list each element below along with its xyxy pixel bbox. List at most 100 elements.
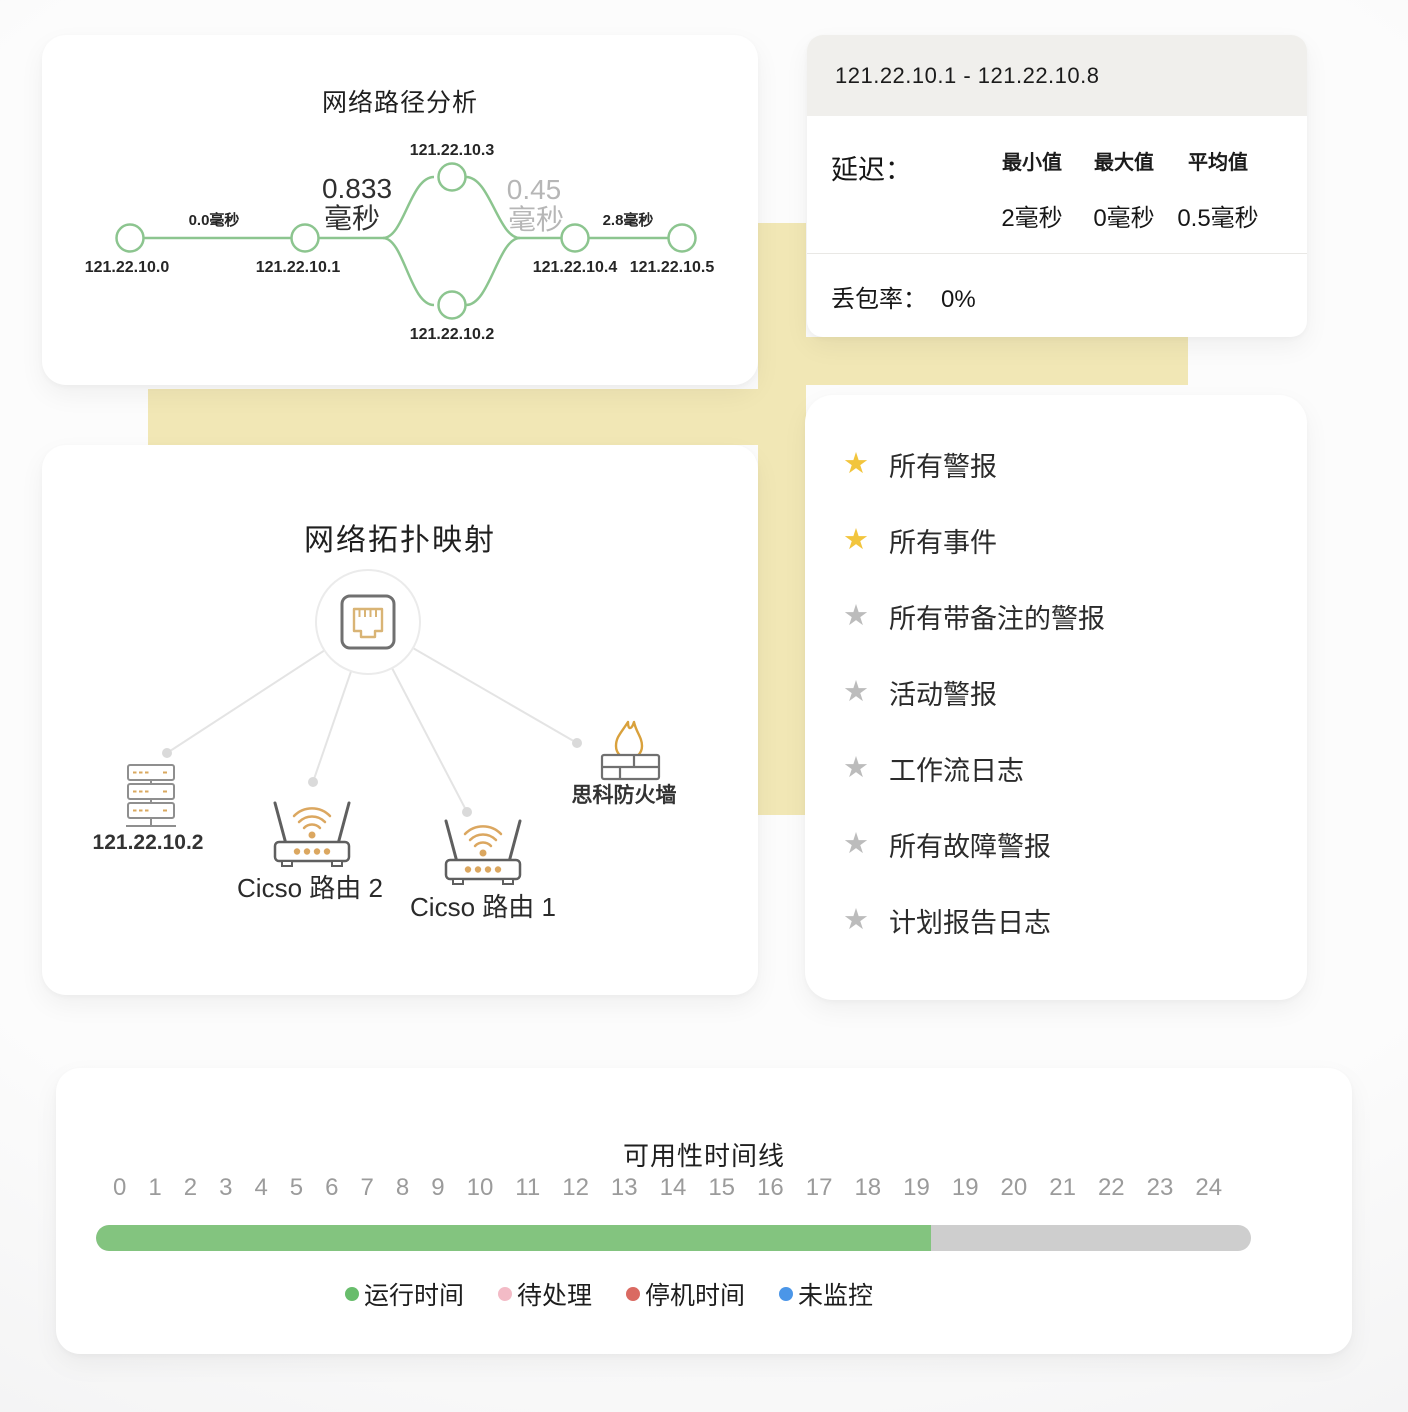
alert-filter-item[interactable]: ★ 所有故障警报 [805,806,1307,882]
path-node-hop4[interactable] [560,223,590,253]
packet-loss-label: 丢包率： [831,286,927,313]
legend-label: 待处理 [516,1282,592,1310]
packet-loss-row: 丢包率：0% [831,279,976,314]
device-label: 思科防火墙 [572,783,677,807]
hour-tick-label: 22 [1097,1174,1125,1201]
ethernet-port-icon [340,594,396,650]
star-icon-active[interactable]: ★ [843,447,869,480]
bg-accent-horizontal-bar-right [758,337,1188,385]
hour-tick-label: 11 [515,1174,541,1201]
hop-ip-label: 121.22.10.3 [410,142,495,159]
alert-filter-item[interactable]: ★ 所有事件 [805,502,1307,578]
latency-col-avg: 平均值 [1188,152,1248,174]
ip-range-title: 121.22.10.1 - 121.22.10.8 [835,62,1100,88]
latency-col-min: 最小值 [1002,152,1062,174]
device-server[interactable]: 121.22.10.2 [93,764,204,854]
path-links [144,175,668,307]
device-label: Cicso 路由 1 [410,892,556,922]
hour-tick-label: 19 [951,1174,979,1201]
topology-diagram: 121.22.10.2 Cicso 路由 2 [93,569,677,922]
star-icon-inactive[interactable]: ★ [843,903,869,936]
path-card-title: 网络路径分析 [321,89,478,117]
latency-summary-card: 121.22.10.1 - 121.22.10.8 延迟： 最小值 最大值 平均… [807,35,1307,337]
device-router-2[interactable]: Cicso 路由 2 [237,801,383,903]
hour-tick-label: 1 [148,1174,162,1201]
hour-tick-label: 19 [903,1174,930,1201]
star-icon-active[interactable]: ★ [843,523,869,556]
alert-filter-item[interactable]: ★计划报告日志 [805,882,1307,958]
hour-tick-label: 20 [1000,1174,1028,1201]
device-firewall[interactable]: 思科防火墙 [572,720,677,807]
timeline-legend: 运行时间 待处理 停机时间 未监控 [0,1276,1257,1312]
hour-tick-label: 9 [431,1174,445,1201]
alert-filter-label: 活动警报 [889,679,997,710]
availability-bar-uptime-fill [96,1225,932,1251]
legend-dot-icon [497,1287,512,1301]
legend-item: 运行时间 [344,1276,464,1312]
alert-filter-label: 所有事件 [889,527,997,558]
alert-filter-item[interactable]: ★所有警报 [805,426,1307,502]
hour-tick-label: 17 [805,1174,833,1201]
wifi-router-icon [444,819,522,885]
hop-ip-label: 121.22.10.0 [85,259,170,276]
alert-filter-label: 所有故障警报 [889,831,1051,862]
bg-accent-vertical-bar [758,223,806,815]
merge-latency-unit: 毫秒 [508,204,564,235]
star-icon-inactive[interactable]: ★ [843,827,869,860]
hour-tick-label: 5 [289,1174,304,1201]
latency-card-header: 121.22.10.1 - 121.22.10.8 [807,35,1307,116]
star-icon-inactive[interactable]: ★ [843,751,869,784]
latency-max-value: 0毫秒 [1093,205,1155,232]
firewall-icon [600,720,661,781]
hour-tick-label: 18 [854,1174,882,1201]
latency-avg-value: 0.5毫秒 [1177,205,1259,232]
link-endpoint-dots [162,738,582,817]
hour-tick-label: 7 [360,1174,374,1201]
legend-label: 运行时间 [363,1282,464,1310]
path-node-hop3[interactable] [437,162,467,192]
latency-card-body: 延迟： 最小值 最大值 平均值 2毫秒 0毫秒 0.5毫秒 丢包率：0% [807,116,1307,337]
alert-filter-item[interactable]: ★所有带备注的警报 [805,578,1307,654]
path-node-hop0[interactable] [115,223,145,253]
wifi-router-icon [273,801,351,867]
hour-tick-label: 3 [219,1174,233,1201]
branch-latency-value: 0.833 [322,173,392,204]
path-node-hop5[interactable] [667,223,697,253]
latency-min-value: 2毫秒 [1001,205,1063,232]
device-router-1[interactable]: Cicso 路由 1 [410,819,556,922]
star-icon-inactive[interactable]: ★ [843,599,869,632]
hour-tick-label: 13 [610,1174,638,1201]
alert-filter-item[interactable]: ★ 活动警报 [805,654,1307,730]
legend-item: 未监控 [779,1276,873,1312]
topology-card: 网络拓扑映射 [42,445,758,995]
legend-label: 未监控 [798,1282,874,1310]
hour-tick-label: 6 [325,1174,339,1201]
hour-tick-label: 14 [659,1174,687,1201]
server-leds [133,771,167,812]
timeline-card-title: 可用性时间线 [622,1141,785,1171]
divider [807,253,1307,254]
star-icon-inactive[interactable]: ★ [843,675,869,708]
availability-bar[interactable] [96,1225,1251,1251]
branch-latency-unit: 毫秒 [324,203,380,234]
hop-ip-label: 121.22.10.1 [256,259,341,276]
legend-label: 停机时间 [645,1282,746,1310]
alert-filter-item[interactable]: ★ 工作流日志 [805,730,1307,806]
legend-item: 停机时间 [626,1276,745,1312]
latency-col-max: 最大值 [1094,152,1154,174]
network-path-diagram: 0.0毫秒 0.833 毫秒 0.45 毫秒 2.8毫秒 121.22.10.0… [85,142,715,343]
legend-dot-icon [779,1287,794,1301]
hour-tick-label: 0 [113,1174,127,1201]
link-latency-label: 2.8毫秒 [603,211,654,229]
alerts-card: ★所有警报★所有事件★所有带备注的警报★活动警报★工作流日志★所有故障警报★计划… [805,395,1307,1000]
legend-item: 待处理 [497,1276,592,1312]
hour-tick-label: 4 [254,1174,268,1201]
merge-latency-value: 0.45 [507,174,562,205]
hub-node[interactable] [315,569,421,675]
path-node-hop1[interactable] [290,223,320,253]
path-node-hop2[interactable] [437,290,467,320]
device-label: Cicso 路由 2 [237,873,383,903]
alert-filter-label: 工作流日志 [889,755,1024,786]
